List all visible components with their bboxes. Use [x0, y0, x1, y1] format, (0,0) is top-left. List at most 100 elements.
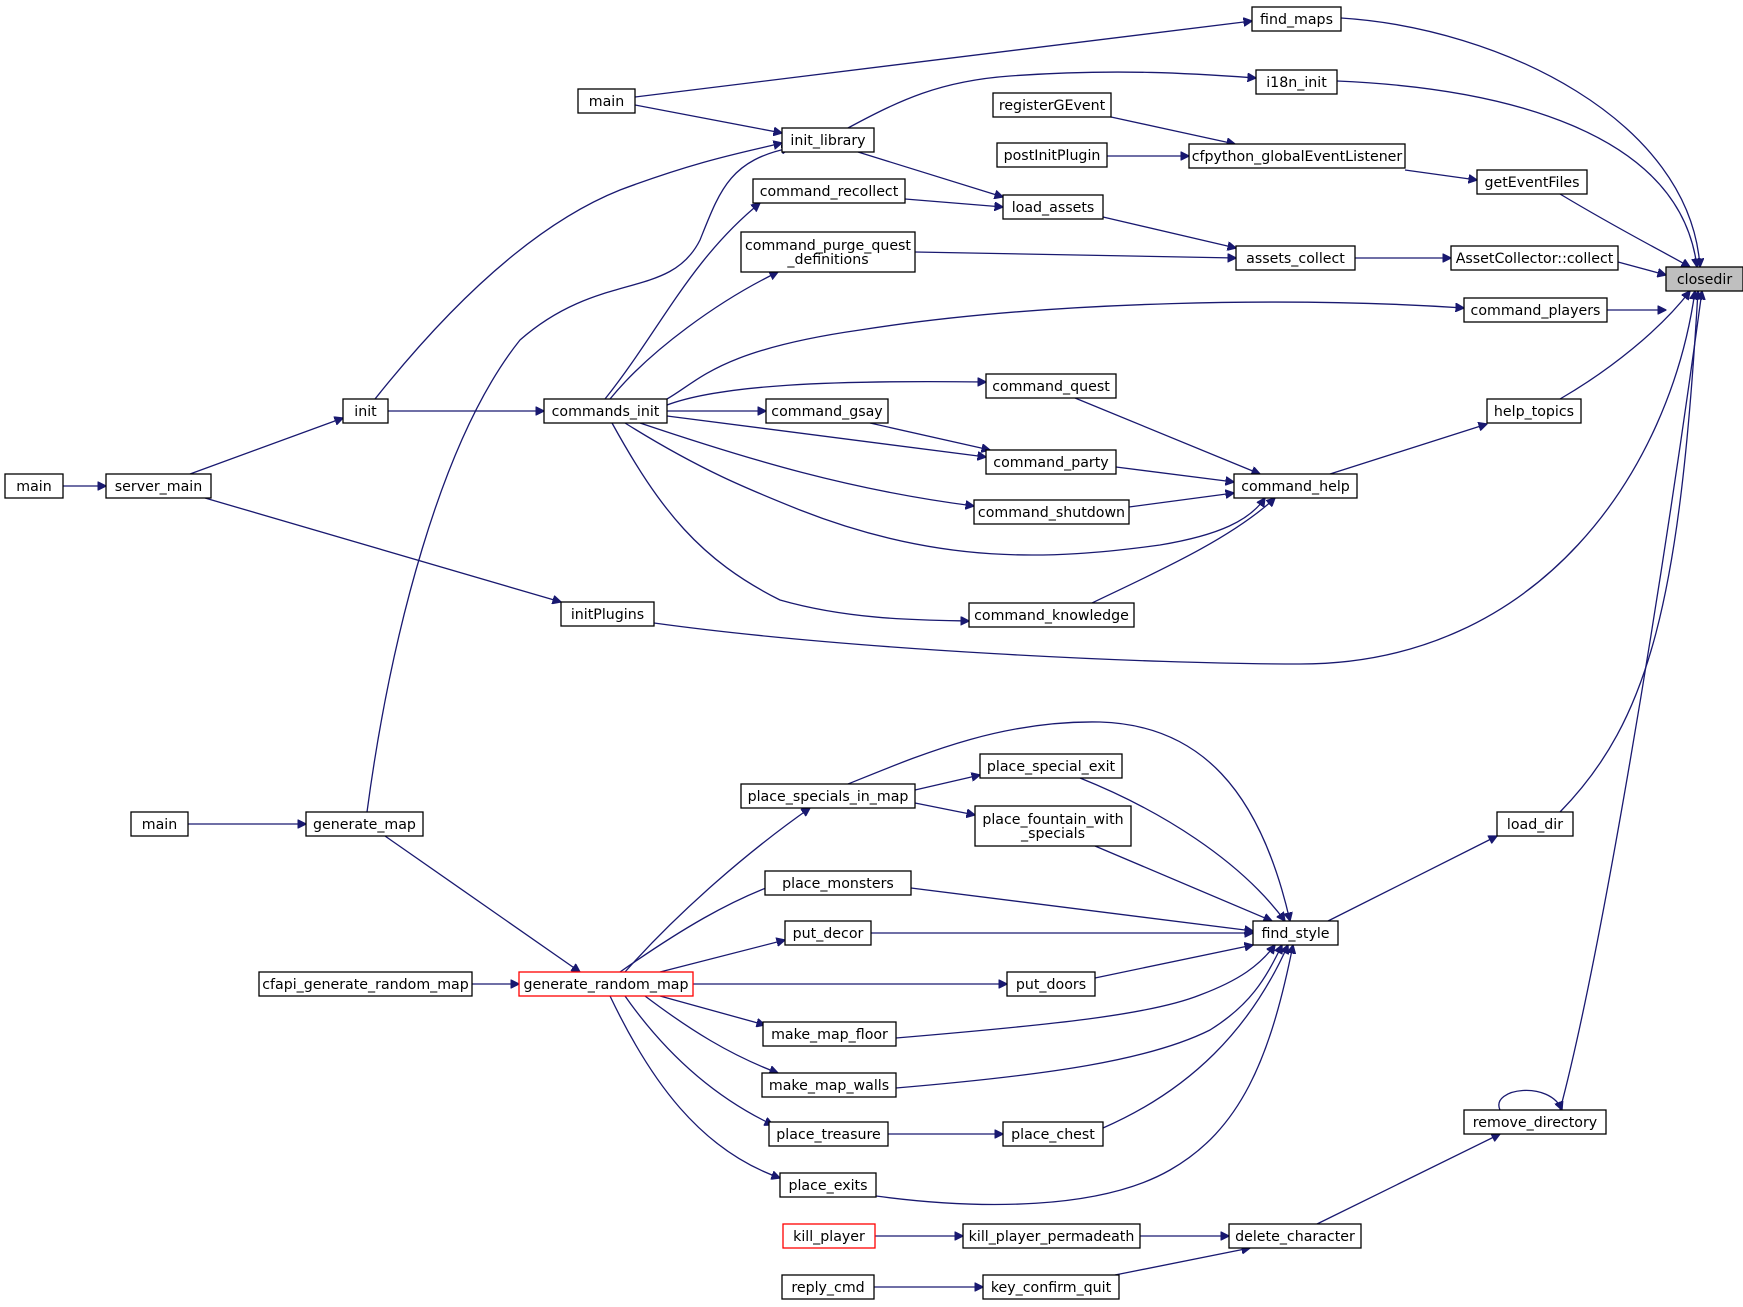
node-AssetCollector-collect[interactable]: AssetCollector::collect: [1450, 245, 1619, 271]
node-kill-player[interactable]: kill_player: [782, 1223, 876, 1249]
edge-main-top-to-find-maps: [634, 21, 1252, 98]
node-label: i18n_init: [1266, 75, 1327, 91]
node-command-knowledge[interactable]: command_knowledge: [968, 602, 1135, 628]
node-label: generate_map: [313, 817, 416, 833]
node-main-mid[interactable]: main: [130, 811, 189, 837]
node-kill-player-permadeath[interactable]: kill_player_permadeath: [962, 1223, 1141, 1249]
node-label: init_library: [790, 133, 865, 149]
edge-commands-init-to-command-help: [624, 422, 1265, 556]
node-postInitPlugin[interactable]: postInitPlugin: [996, 142, 1108, 168]
node-main-left[interactable]: main: [4, 473, 64, 499]
edge-server-main-to-init: [189, 418, 343, 475]
node-label: command_recollect: [760, 184, 899, 200]
edge-find-maps-to-closedir: [1340, 17, 1700, 267]
node-label: cfapi_generate_random_map: [262, 977, 469, 993]
node-label: command_players: [1471, 303, 1601, 319]
node-remove-directory[interactable]: remove_directory: [1463, 1109, 1607, 1135]
edge-generate-random-map-to-put-decor: [659, 940, 785, 973]
node-label: place_specials_in_map: [748, 789, 909, 805]
edge-place-chest-to-find-style: [1102, 945, 1288, 1129]
node-put-decor[interactable]: put_decor: [784, 920, 872, 946]
edge-command-gsay-to-command-party: [869, 422, 990, 450]
edge-load-assets-to-assets-collect: [1102, 216, 1236, 248]
node-label: registerGEvent: [999, 98, 1106, 114]
node-i18n-init[interactable]: i18n_init: [1255, 69, 1338, 95]
node-make-map-floor[interactable]: make_map_floor: [762, 1021, 897, 1047]
node-closedir[interactable]: closedir: [1665, 266, 1743, 292]
node-main-top[interactable]: main: [577, 88, 636, 114]
edge-cfpython-globalEventListener-to-getEventFiles: [1404, 169, 1477, 180]
edges-layer: [63, 18, 1702, 1287]
edge-key-confirm-quit-to-delete-character: [1114, 1248, 1250, 1276]
node-command-shutdown[interactable]: command_shutdown: [973, 499, 1130, 525]
edge-generate-map-to-init-library: [366, 148, 790, 813]
edge-generate-random-map-to-make-map-walls: [644, 995, 778, 1073]
node-initPlugins[interactable]: initPlugins: [560, 601, 655, 627]
node-place-chest[interactable]: place_chest: [1002, 1121, 1104, 1147]
edge-place-specials-in-map-to-place-fountain-with-specials: [914, 802, 975, 815]
node-server-main[interactable]: server_main: [105, 473, 212, 499]
node-place-exits[interactable]: place_exits: [779, 1172, 877, 1198]
node-delete-character[interactable]: delete_character: [1228, 1223, 1362, 1249]
node-put-doors[interactable]: put_doors: [1006, 971, 1096, 997]
node-find-style[interactable]: find_style: [1252, 920, 1339, 946]
node-command-quest[interactable]: command_quest: [985, 373, 1117, 399]
node-cfapi-generate-random-map[interactable]: cfapi_generate_random_map: [258, 971, 473, 997]
node-key-confirm-quit[interactable]: key_confirm_quit: [982, 1274, 1120, 1300]
node-label: place_monsters: [782, 876, 894, 892]
node-label: cfpython_globalEventListener: [1192, 149, 1403, 165]
node-getEventFiles[interactable]: getEventFiles: [1476, 169, 1588, 195]
node-place-special-exit[interactable]: place_special_exit: [979, 753, 1123, 779]
node-label: put_doors: [1016, 977, 1086, 993]
node-init-library[interactable]: init_library: [781, 127, 875, 153]
node-label: place_treasure: [776, 1127, 880, 1143]
node-find-maps[interactable]: find_maps: [1251, 6, 1342, 32]
node-place-fountain-with-specials[interactable]: place_fountain_with_specials: [974, 805, 1132, 847]
node-command-help[interactable]: command_help: [1233, 473, 1358, 499]
edge-AssetCollector-collect-to-closedir: [1617, 261, 1666, 275]
edge-put-doors-to-find-style: [1094, 945, 1253, 979]
node-label: load_dir: [1507, 817, 1563, 833]
node-make-map-walls[interactable]: make_map_walls: [761, 1072, 897, 1098]
node-init[interactable]: init: [342, 398, 389, 424]
node-label: kill_player: [793, 1229, 865, 1245]
node-label: command_quest: [992, 379, 1110, 395]
node-place-specials-in-map[interactable]: place_specials_in_map: [740, 783, 916, 809]
node-reply-cmd[interactable]: reply_cmd: [781, 1274, 875, 1300]
node-place-treasure[interactable]: place_treasure: [768, 1121, 889, 1147]
node-label: command_help: [1241, 479, 1350, 495]
node-place-monsters[interactable]: place_monsters: [764, 870, 912, 896]
node-generate-map[interactable]: generate_map: [305, 811, 424, 837]
node-commands-init[interactable]: commands_init: [543, 398, 668, 424]
node-label: _definitions: [786, 252, 868, 268]
edge-commands-init-to-command-quest: [666, 382, 986, 406]
node-label: find_maps: [1260, 12, 1333, 28]
edge-help-topics-to-closedir: [1559, 291, 1690, 400]
edge-init-to-init-library: [374, 143, 782, 400]
node-command-recollect[interactable]: command_recollect: [752, 178, 906, 204]
edge-remove-directory-to-closedir: [1559, 291, 1702, 1111]
node-command-players[interactable]: command_players: [1463, 297, 1608, 323]
node-label: help_topics: [1494, 404, 1574, 420]
node-load-dir[interactable]: load_dir: [1496, 811, 1574, 837]
edge-commands-init-to-command-party: [666, 415, 986, 457]
node-assets-collect[interactable]: assets_collect: [1235, 245, 1356, 271]
node-label: initPlugins: [571, 607, 644, 623]
node-load-assets[interactable]: load_assets: [1002, 194, 1104, 220]
edge-command-shutdown-to-command-help: [1128, 493, 1234, 508]
node-registerGEvent[interactable]: registerGEvent: [992, 92, 1112, 118]
edge-remove-directory-to-remove-directory: [1498, 1089, 1562, 1110]
node-help-topics[interactable]: help_topics: [1486, 398, 1582, 424]
node-generate-random-map[interactable]: generate_random_map: [518, 971, 694, 997]
node-command-purge-quest-definitions[interactable]: command_purge_quest_definitions: [740, 231, 916, 273]
node-label: kill_player_permadeath: [969, 1229, 1135, 1245]
node-command-party[interactable]: command_party: [985, 449, 1117, 475]
node-label: command_purge_quest: [745, 238, 911, 254]
edge-command-purge-quest-definitions-to-assets-collect: [914, 251, 1236, 258]
node-label: command_party: [993, 455, 1108, 471]
node-label: command_shutdown: [978, 505, 1125, 521]
node-command-gsay[interactable]: command_gsay: [765, 398, 889, 424]
node-cfpython-globalEventListener[interactable]: cfpython_globalEventListener: [1188, 143, 1406, 169]
node-label: reply_cmd: [791, 1280, 864, 1296]
edge-generate-random-map-to-place-exits: [609, 995, 780, 1178]
